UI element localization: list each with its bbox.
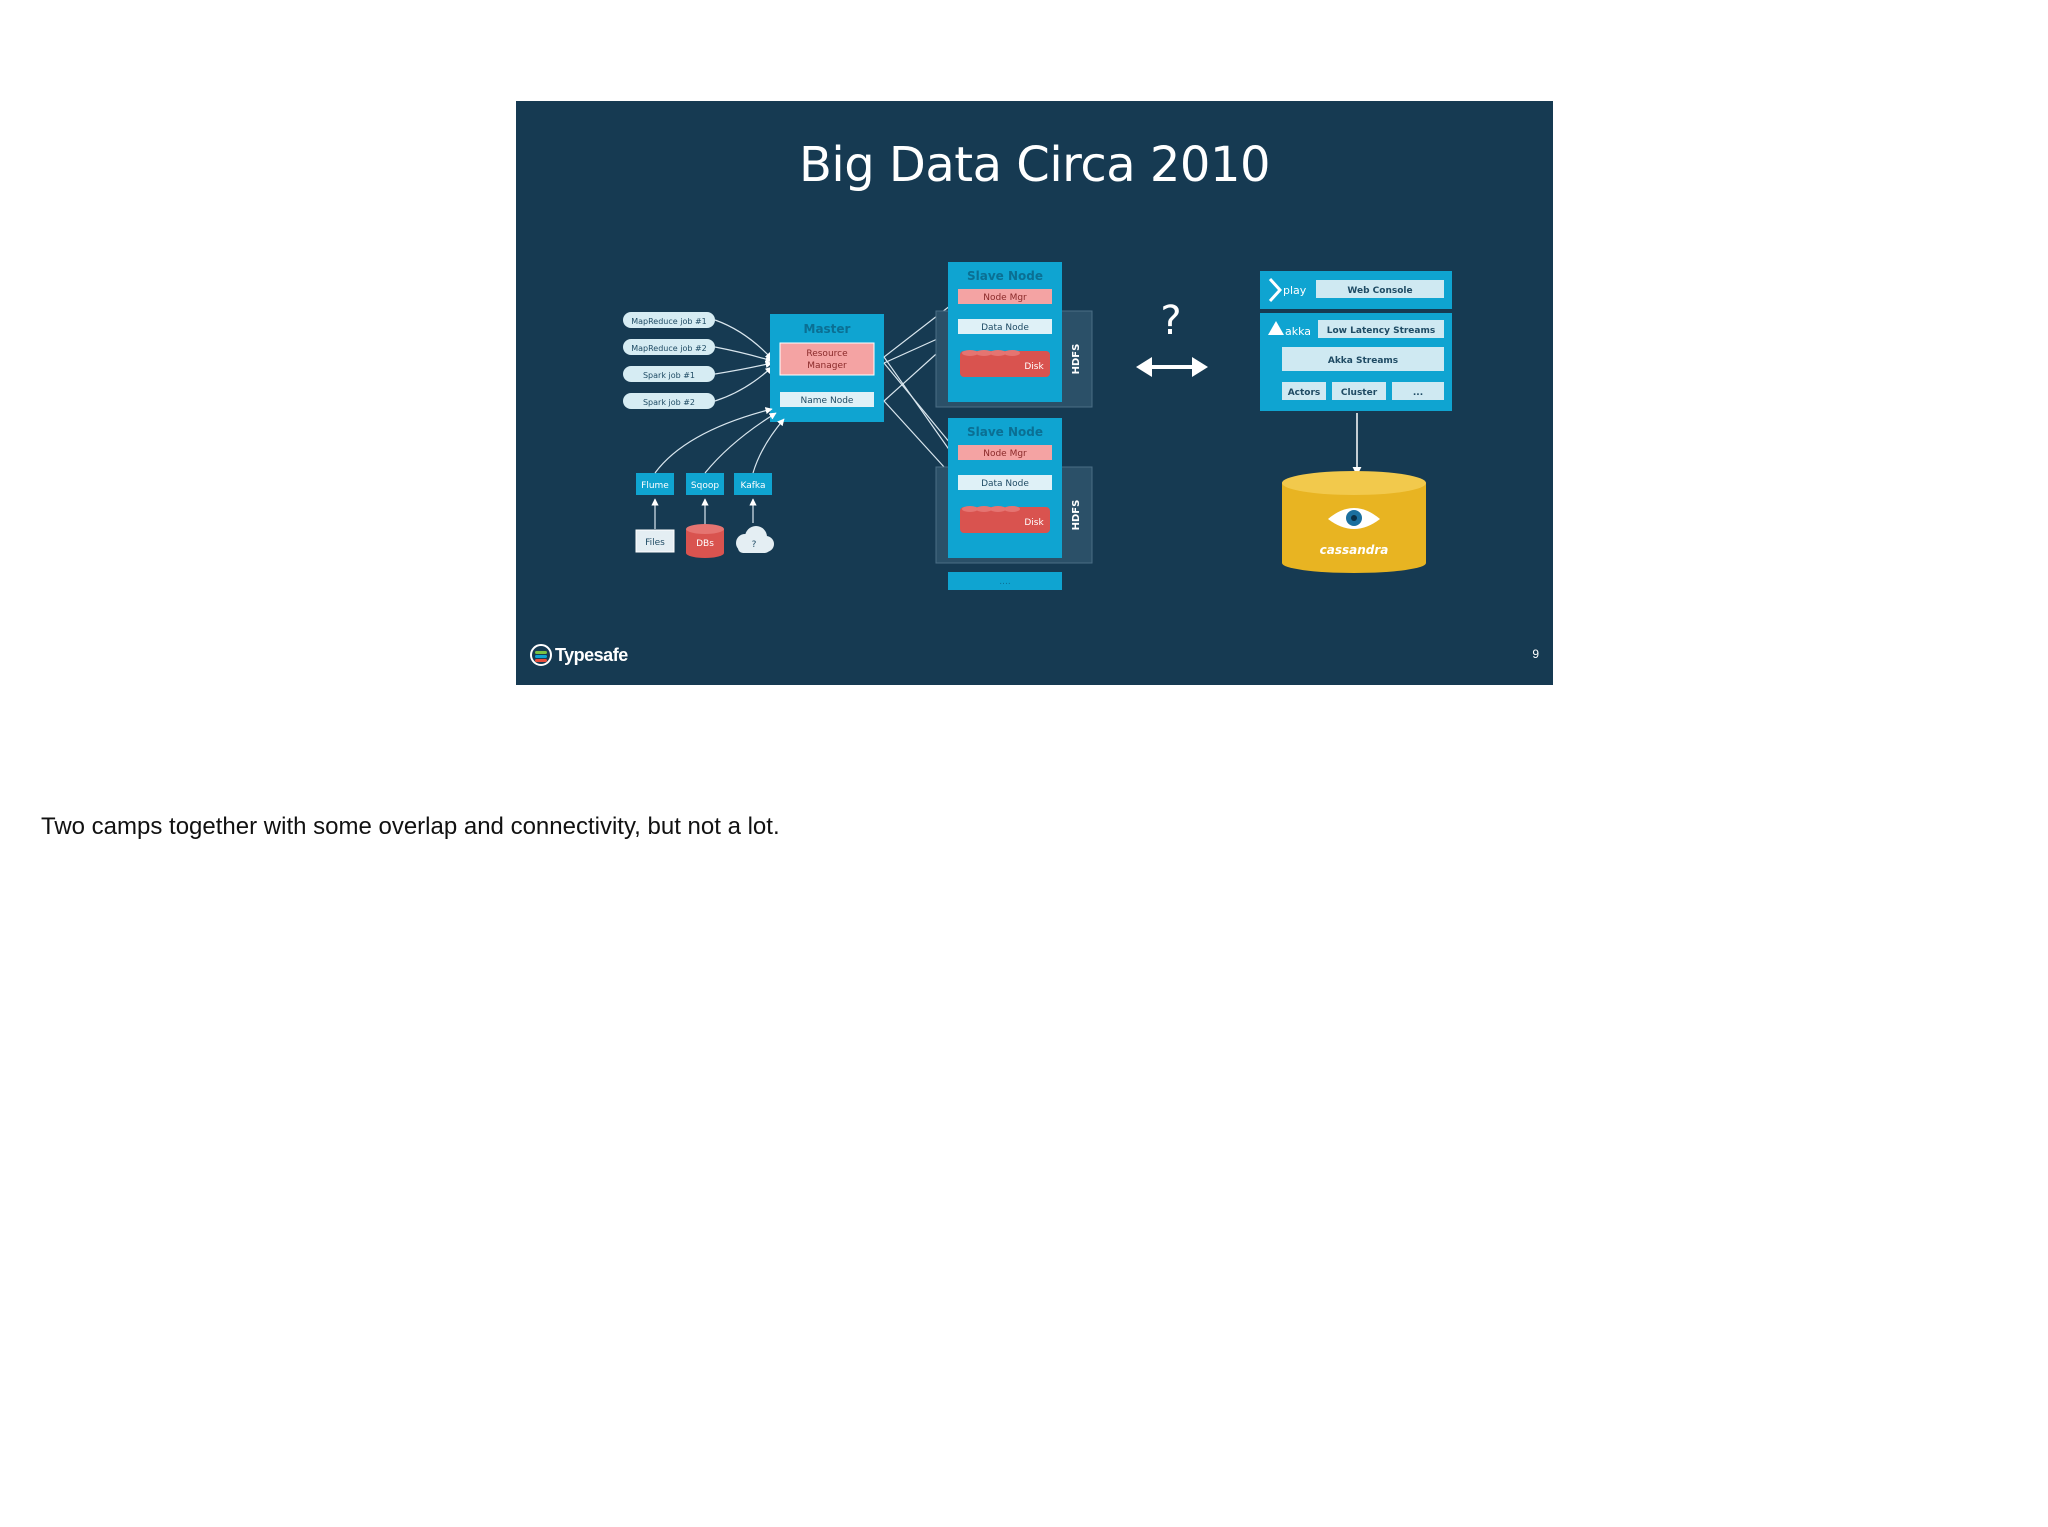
- question-mark: ?: [1160, 298, 1181, 344]
- source-dbs: DBs: [696, 539, 714, 549]
- play-logo-text: play: [1283, 284, 1307, 297]
- actors-label: Actors: [1288, 388, 1321, 398]
- data-node-label: Data Node: [981, 479, 1029, 489]
- akka-logo-text: akka: [1285, 325, 1311, 338]
- name-node-label: Name Node: [801, 396, 854, 406]
- job-label: MapReduce job #2: [631, 344, 707, 353]
- bridge: ?: [1136, 298, 1208, 377]
- job-list: MapReduce job #1 MapReduce job #2 Spark …: [623, 312, 715, 409]
- cassandra-db: cassandra: [1282, 471, 1426, 573]
- disk-label: Disk: [1024, 518, 1044, 528]
- node-mgr-label: Node Mgr: [983, 293, 1027, 303]
- disk-icons: [960, 350, 1050, 377]
- double-arrow-icon: [1136, 357, 1208, 377]
- master-node: Master Resource Manager Name Node: [770, 314, 884, 422]
- node-mgr-label: Node Mgr: [983, 449, 1027, 459]
- job-label: Spark job #1: [643, 371, 695, 380]
- speaker-notes: Two camps together with some overlap and…: [41, 813, 780, 840]
- slave-node-1: Slave Node Node Mgr Data Node Disk HDFS: [935, 262, 1093, 408]
- architecture-diagram: MapReduce job #1 MapReduce job #2 Spark …: [623, 262, 1452, 590]
- logo-text: Typesafe: [555, 644, 628, 665]
- ingest-kafka: Kafka: [741, 481, 766, 491]
- resource-manager-label-1: Resource: [806, 349, 848, 359]
- master-title: Master: [804, 322, 851, 336]
- akka-streams-label: Akka Streams: [1328, 356, 1398, 366]
- low-latency-label: Low Latency Streams: [1327, 326, 1435, 336]
- hdfs-label: HDFS: [1071, 344, 1082, 375]
- resource-manager-label-2: Manager: [807, 361, 847, 371]
- slave-node-2: Slave Node Node Mgr Data Node Disk HDFS …: [935, 418, 1093, 590]
- db-cylinder-icon: [686, 524, 724, 558]
- reactive-stack: play Web Console akka Low Latency Stream…: [1260, 271, 1452, 411]
- job-pill: [623, 339, 715, 355]
- job-label: Spark job #2: [643, 398, 695, 407]
- page-number: 9: [1532, 647, 1539, 661]
- akka-logo-icon: [1268, 321, 1284, 335]
- slave-title: Slave Node: [967, 425, 1043, 439]
- data-sources: Files DBs ?: [635, 524, 774, 558]
- source-unknown: ?: [752, 540, 757, 550]
- akka-more-label: ...: [1413, 388, 1423, 398]
- eye-icon: [1328, 508, 1380, 529]
- ingest-tools: Flume Sqoop Kafka: [636, 473, 772, 495]
- job-pill: [623, 312, 715, 328]
- data-node-label: Data Node: [981, 323, 1029, 333]
- slave-title: Slave Node: [967, 269, 1043, 283]
- slide-title: Big Data Circa 2010: [798, 137, 1271, 193]
- ingest-sqoop: Sqoop: [691, 481, 719, 491]
- cassandra-label: cassandra: [1320, 543, 1389, 557]
- cluster-label: Cluster: [1341, 388, 1378, 398]
- cloud-icon: [736, 526, 774, 553]
- hdfs-label: HDFS: [1071, 500, 1082, 531]
- more-nodes-bar: [948, 572, 1062, 590]
- slide: Big Data Circa 2010 MapReduce job #1 Map…: [516, 101, 1553, 685]
- play-logo-icon: [1268, 277, 1283, 303]
- source-files: Files: [645, 538, 665, 548]
- typesafe-logo-icon: [530, 644, 552, 666]
- disk-icons: [960, 506, 1050, 533]
- job-label: MapReduce job #1: [631, 317, 707, 326]
- more-nodes-label: ....: [999, 577, 1010, 587]
- disk-label: Disk: [1024, 362, 1044, 372]
- job-pill: [623, 393, 715, 409]
- job-pill: [623, 366, 715, 382]
- web-console-label: Web Console: [1347, 286, 1412, 296]
- typesafe-logo: Typesafe: [530, 641, 628, 669]
- ingest-flume: Flume: [641, 481, 669, 491]
